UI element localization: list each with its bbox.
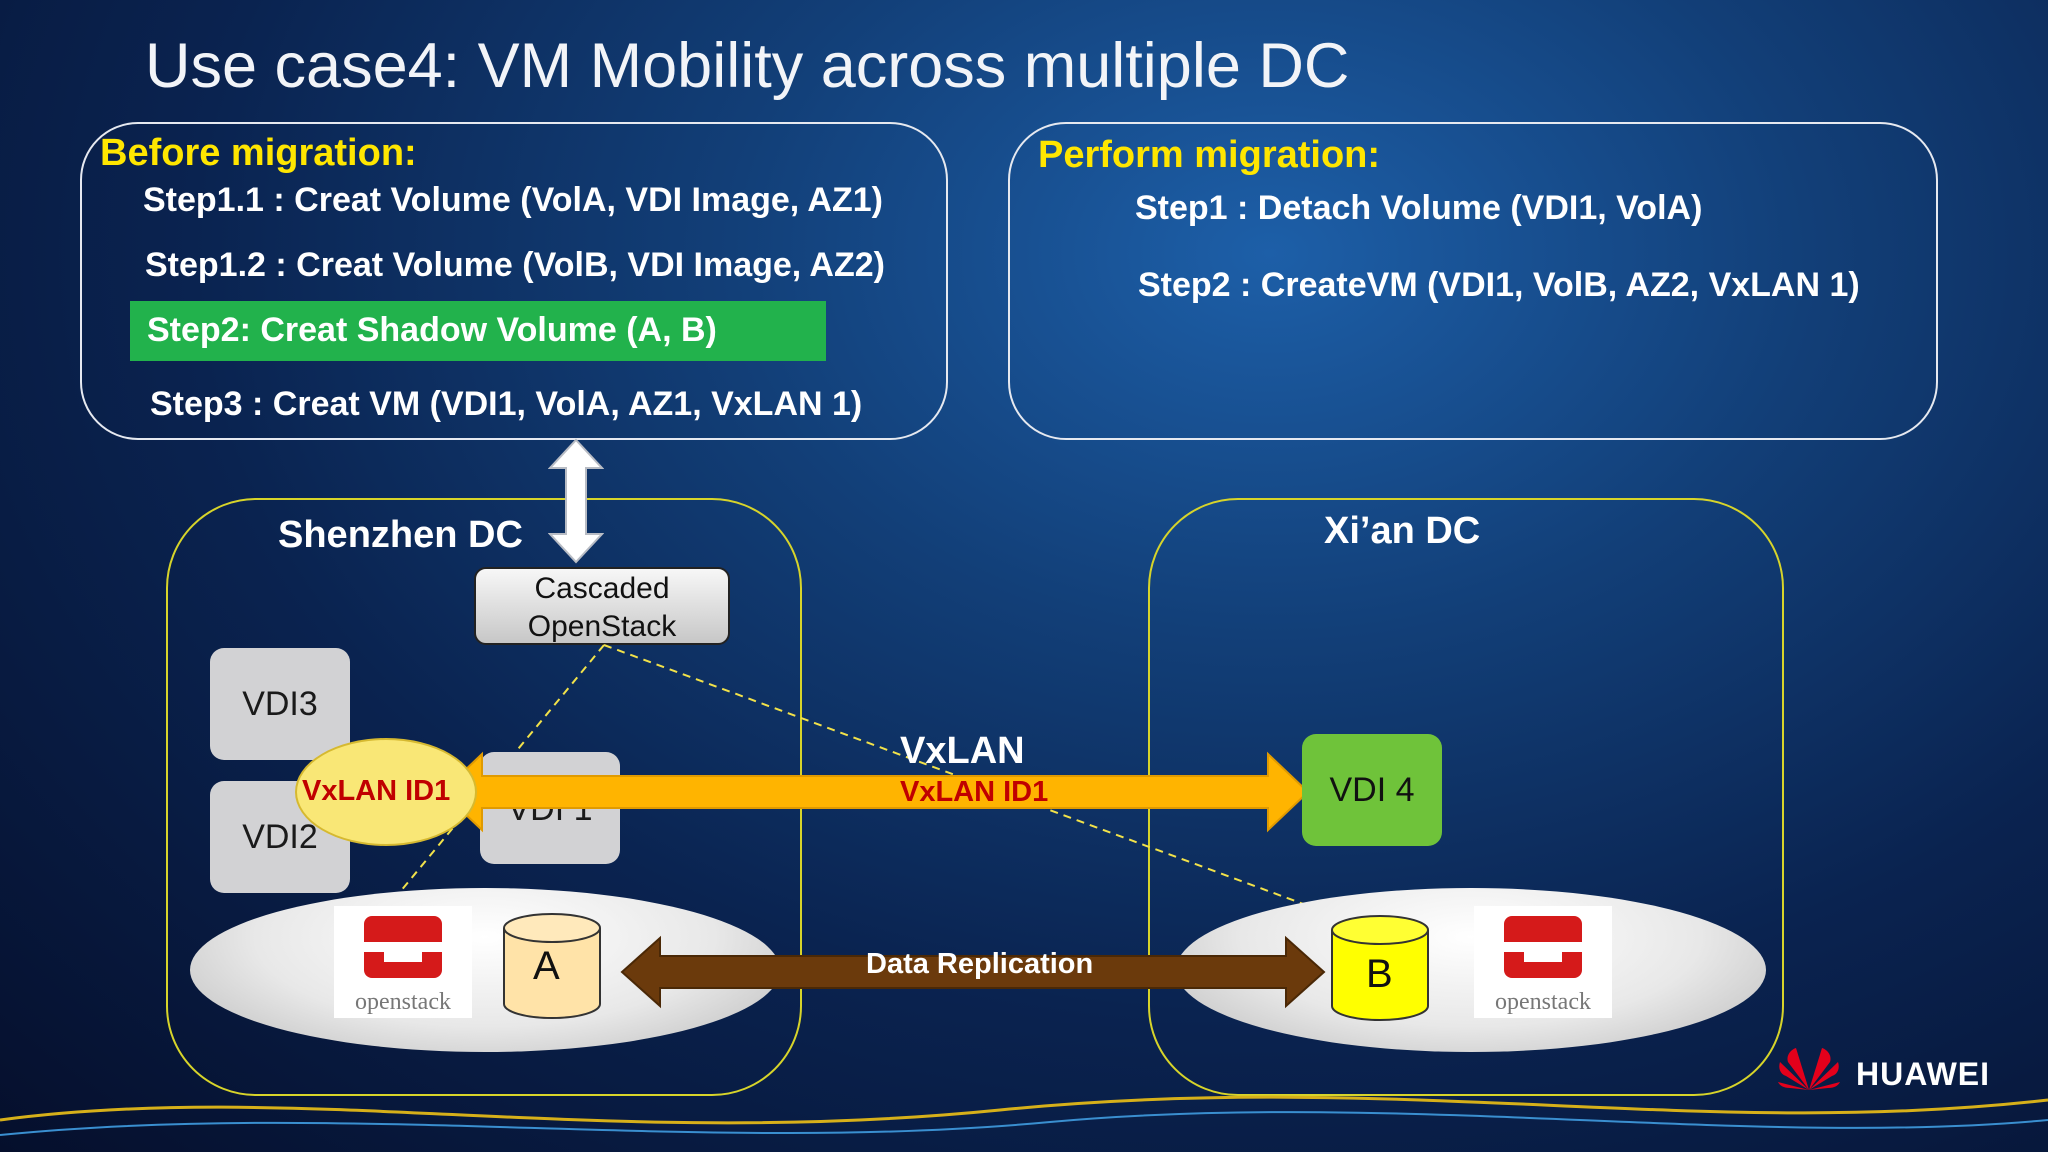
openstack-logo-text: openstack bbox=[355, 989, 451, 1015]
openstack-logo-icon-xian: openstack bbox=[1474, 906, 1612, 1018]
before-step-1-1: Step1.1 : Creat Volume (VolA, VDI Image,… bbox=[143, 181, 883, 219]
cylinder-volume-icon-b bbox=[1331, 915, 1429, 1021]
openstack-logo-text-xian: openstack bbox=[1495, 989, 1591, 1015]
cylinder-volume-icon bbox=[503, 913, 601, 1019]
step-highlight-bar bbox=[130, 301, 826, 361]
before-migration-heading: Before migration: bbox=[100, 132, 417, 174]
vxlan-id-label: VxLAN ID1 bbox=[900, 776, 1049, 808]
page-title: Use case4: VM Mobility across multiple D… bbox=[145, 31, 1350, 101]
perform-migration-panel bbox=[1008, 122, 1938, 440]
double-arrow-icon bbox=[548, 438, 604, 564]
volume-b-label: B bbox=[1366, 952, 1393, 996]
openstack-logo-icon: openstack bbox=[334, 906, 472, 1018]
vxlan-id-ellipse-label: VxLAN ID1 bbox=[302, 775, 451, 807]
vxlan-label: VxLAN bbox=[900, 730, 1025, 772]
perform-step-2: Step2 : CreateVM (VDI1, VolB, AZ2, VxLAN… bbox=[1138, 266, 1860, 304]
decorative-wave bbox=[0, 1095, 2048, 1136]
openstack-mark-icon-xian bbox=[1504, 916, 1582, 978]
vxlan-arrow bbox=[440, 751, 1310, 833]
data-replication-label: Data Replication bbox=[866, 948, 1094, 980]
cascaded-openstack-box: Cascaded OpenStack bbox=[474, 567, 730, 645]
xian-dc-label: Xi’an DC bbox=[1324, 510, 1481, 552]
data-replication-arrow bbox=[620, 935, 1326, 1009]
huawei-brand-name: HUAWEI bbox=[1856, 1056, 1990, 1092]
perform-step-1: Step1 : Detach Volume (VDI1, VolA) bbox=[1135, 189, 1703, 227]
openstack-mark-icon bbox=[364, 916, 442, 978]
before-migration-panel bbox=[80, 122, 948, 440]
vdi3-box: VDI3 bbox=[210, 648, 350, 760]
huawei-logo-icon bbox=[1778, 1048, 1840, 1090]
vdi4-box: VDI 4 bbox=[1302, 734, 1442, 846]
vxlan-id-ellipse bbox=[295, 738, 477, 846]
before-step-3: Step3 : Creat VM (VDI1, VolA, AZ1, VxLAN… bbox=[150, 385, 863, 423]
before-step-1-2: Step1.2 : Creat Volume (VolB, VDI Image,… bbox=[145, 246, 885, 284]
cascaded-label-line1: Cascaded bbox=[534, 572, 670, 605]
before-step-2: Step2: Creat Shadow Volume (A, B) bbox=[147, 311, 717, 349]
perform-migration-heading: Perform migration: bbox=[1038, 134, 1381, 176]
shenzhen-dc-label: Shenzhen DC bbox=[278, 514, 523, 556]
volume-a-label: A bbox=[533, 944, 560, 988]
cascaded-label-line2: OpenStack bbox=[527, 610, 677, 643]
